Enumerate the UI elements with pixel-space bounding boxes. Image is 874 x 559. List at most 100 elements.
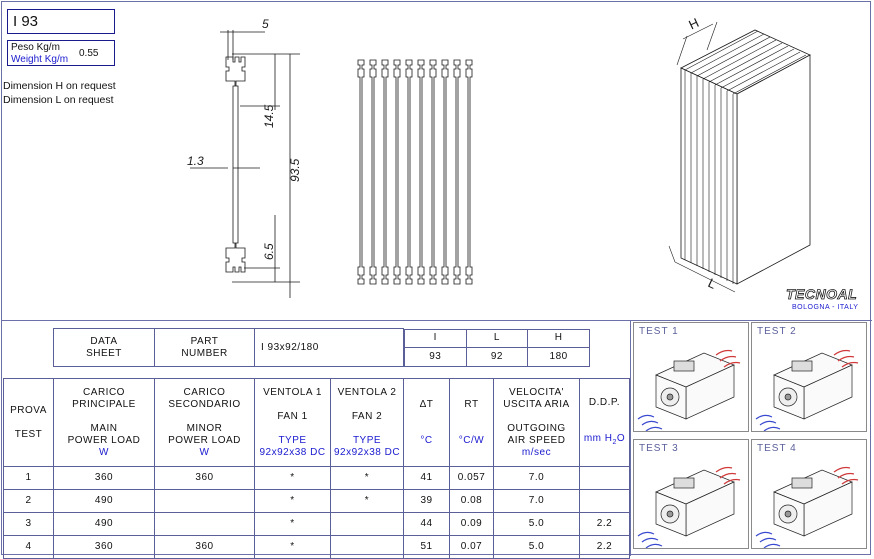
heatsink-front-view [357,59,473,285]
fan-heatsink-sketch [637,349,741,431]
cell-fan2 [330,512,404,536]
iso-fin [720,48,795,89]
brand-logo: TECNOAL BOLOGNA - ITALY [786,286,868,316]
fin [369,59,377,285]
cell-dt: 44 [403,512,450,536]
cell-main: 490 [53,489,155,513]
profile-section-drawing: 5 14.5 93.5 6.5 1.3 [187,17,302,298]
cell-fan1: * [254,466,331,490]
fin [465,59,473,285]
fin [417,59,425,285]
iso-fin [690,33,765,74]
iso-fin [684,30,759,71]
cell-minor [154,489,255,513]
dim-value-i: 93 [404,346,467,367]
cell-speed: 7.0 [493,489,580,513]
fin [429,59,437,285]
note-dimension-l: Dimension L on request [3,94,114,106]
panel-divider [630,320,631,556]
iso-fin [702,39,777,80]
cell-ddp [579,489,630,513]
cell-fan1: * [254,489,331,513]
cell-rt: 0.09 [449,512,494,536]
cell-fan1: * [254,512,331,536]
cell-minor [154,512,255,536]
cell-rt: 0.08 [449,489,494,513]
cell-speed: 5.0 [493,535,580,559]
brand-tagline: BOLOGNA - ITALY [792,304,859,311]
cell-rt: 0.057 [449,466,494,490]
dim-thickness-label: 1.3 [187,154,204,168]
dim-top-label: 5 [262,17,269,31]
cell-test: 2 [3,489,54,513]
cell-fan2 [330,535,404,559]
fin [357,59,365,285]
part-number-value: I 93x92/180 [254,328,404,367]
note-dimension-h: Dimension H on request [3,80,116,92]
cell-ddp: 2.2 [579,535,630,559]
cell-test: 3 [3,512,54,536]
header-delta-t: ΔT°C [403,378,450,467]
header-ddp: D.D.P.mm H2O [579,378,630,467]
iso-h-label: H [686,15,701,33]
section-divider [1,320,872,321]
header-rt: RT°C/W [449,378,494,467]
cell-main: 360 [53,466,155,490]
cell-speed: 5.0 [493,512,580,536]
weight-label-en: Weight Kg/m [11,54,69,65]
cell-rt: 0.07 [449,535,494,559]
test-panel-label: TEST 2 [757,326,797,337]
brand-name: TECNOAL [786,286,858,303]
dim-header-h: H [527,328,590,348]
dim-header-l: L [465,328,529,348]
cell-main: 490 [53,512,155,536]
dim-mid-label: 14.5 [262,104,276,128]
test-panel-label: TEST 3 [639,443,679,454]
dim-value-l: 92 [465,346,529,367]
dim-low-label: 6.5 [262,243,276,260]
dimension-table: I L H 93 92 180 [404,328,590,367]
fin [381,59,389,285]
dim-total-label: 93.5 [288,158,302,182]
cell-main: 360 [53,535,155,559]
fin [393,59,401,285]
fin [405,59,413,285]
dim-value-h: 180 [527,346,590,367]
profile-outline [225,56,246,273]
iso-fin [696,36,771,77]
cell-speed: 7.0 [493,466,580,490]
cell-fan1: * [254,535,331,559]
test-panel: TEST 4 [751,439,867,549]
weight-value: 0.55 [79,48,99,59]
product-title: I 93 [7,9,115,34]
cell-ddp [579,466,630,490]
test-panel: TEST 1 [633,322,749,432]
dim-header-i: I [404,328,467,348]
fan-heatsink-sketch [755,466,859,548]
iso-l-label: L [706,275,719,292]
cell-test: 1 [3,466,54,490]
test-panel-label: TEST 1 [639,326,679,337]
cell-minor: 360 [154,535,255,559]
iso-fin [726,51,801,92]
weight-box: Peso Kg/m Weight Kg/m 0.55 [7,40,115,66]
cell-dt: 41 [403,466,450,490]
test-panel-label: TEST 4 [757,443,797,454]
weight-label-it: Peso Kg/m [11,42,60,53]
test-panel: TEST 3 [633,439,749,549]
cell-test: 4 [3,535,54,559]
iso-fin [708,42,783,83]
